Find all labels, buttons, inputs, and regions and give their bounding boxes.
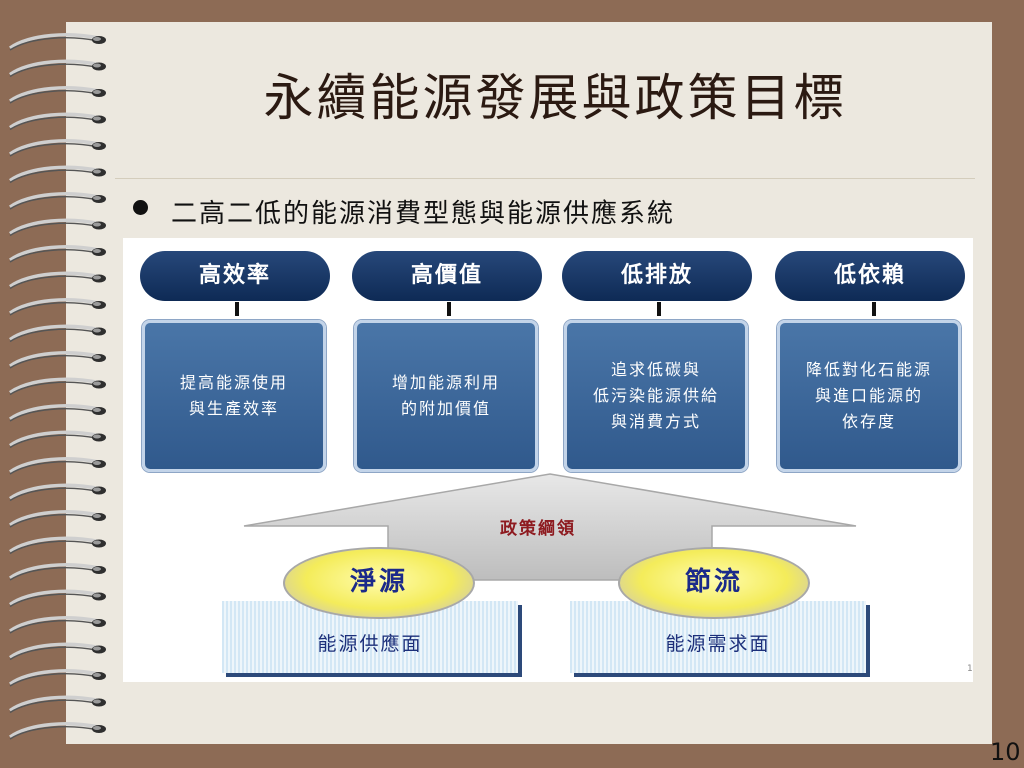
goal-card-low-emission: 追求低碳與 低污染能源供給 與消費方式 xyxy=(564,320,748,472)
binding-coil xyxy=(8,33,106,51)
binding-coil xyxy=(8,404,106,422)
binding-coil xyxy=(8,351,106,369)
binding-coil xyxy=(8,563,106,581)
binding-coil xyxy=(8,165,106,184)
binding-coil xyxy=(8,722,106,740)
binding-coil xyxy=(8,298,106,316)
goal-card-high-value: 增加能源利用 的附加價值 xyxy=(354,320,538,472)
bullet-text: 二高二低的能源消費型態與能源供應系統 xyxy=(171,199,676,229)
binding-coil xyxy=(8,510,106,528)
binding-coil xyxy=(8,59,106,78)
binding-coil xyxy=(8,86,106,104)
binding-coil xyxy=(8,430,106,449)
goal-pill-high-efficiency: 高效率 xyxy=(140,251,330,301)
bullet-dot-icon xyxy=(133,200,148,215)
binding-coil xyxy=(8,589,106,608)
binding-coil xyxy=(8,642,106,661)
binding-coil xyxy=(8,218,106,237)
supply-side-label: 能源供應面 xyxy=(317,633,423,655)
binding-coil xyxy=(8,536,106,555)
spiral-binding xyxy=(0,0,106,768)
binding-coil xyxy=(8,483,106,502)
panel-page-mark: 1 xyxy=(967,664,973,674)
title-divider xyxy=(115,178,975,179)
binding-coil xyxy=(8,669,106,687)
goal-card-high-efficiency: 提高能源使用 與生產效率 xyxy=(142,320,326,472)
connector-tick xyxy=(447,302,451,316)
connector-tick xyxy=(235,302,239,316)
binding-coil xyxy=(8,112,106,131)
goal-card-text: 提高能源使用 與生產效率 xyxy=(179,373,288,418)
goal-card-low-dependency: 降低對化石能源 與進口能源的 依存度 xyxy=(777,320,961,472)
binding-coil xyxy=(8,377,106,396)
page-number: 10 xyxy=(990,738,1021,766)
goal-pill-high-value: 高價值 xyxy=(352,251,542,301)
demand-side-label: 能源需求面 xyxy=(665,633,771,655)
binding-coil xyxy=(8,457,106,475)
strategy-oval-clean-source: 淨源 xyxy=(283,547,475,619)
binding-coil xyxy=(8,324,106,343)
goal-card-text: 增加能源利用 的附加價值 xyxy=(391,373,500,418)
binding-coil xyxy=(8,271,106,290)
goal-card-text: 追求低碳與 低污染能源供給 與消費方式 xyxy=(592,360,719,431)
slide-title: 永續能源發展與政策目標 xyxy=(263,69,847,127)
connector-tick xyxy=(872,302,876,316)
policy-label: 政策綱領 xyxy=(500,519,576,539)
goal-pill-low-emission: 低排放 xyxy=(562,251,752,301)
goal-card-text: 降低對化石能源 與進口能源的 依存度 xyxy=(805,360,932,431)
binding-coil xyxy=(8,695,106,714)
connector-tick xyxy=(657,302,661,316)
binding-coil xyxy=(8,139,106,157)
binding-coil xyxy=(8,245,106,263)
goal-pill-low-dependency: 低依賴 xyxy=(775,251,965,301)
binding-coil xyxy=(8,192,106,210)
binding-coil xyxy=(8,616,106,634)
strategy-oval-conservation: 節流 xyxy=(618,547,810,619)
